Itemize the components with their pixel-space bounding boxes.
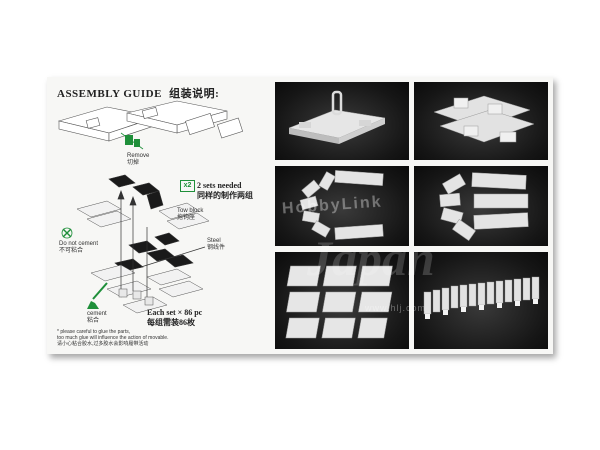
- remove-marker: [120, 132, 144, 150]
- sets-needed-en: 2 sets needed: [197, 181, 242, 190]
- remove-label: Remove 切掉: [127, 153, 149, 167]
- curved-run-left-drawing: [299, 170, 384, 240]
- each-set-text: Each set × 86 pc 每组需装86枚: [147, 308, 202, 328]
- photo-curved-run-right: [414, 166, 548, 246]
- assembly-guide-panel: ASSEMBLY GUIDE 组装说明:: [47, 77, 269, 354]
- assembly-diagram: [57, 100, 244, 314]
- pin-stand: [118, 288, 154, 306]
- glue-note-cn: 请小心粘合胶水,过多胶水会影响履带活动: [57, 341, 149, 347]
- watermark-brand-large: Japan: [307, 230, 435, 286]
- long-run-drawing: [423, 276, 540, 319]
- tow-block-cn: 拖钩座: [177, 215, 196, 221]
- glue-note-en-1: * please careful to glue the parts,: [57, 329, 131, 335]
- do-not-cement-label: Do not cement 不可粘合: [59, 241, 98, 255]
- watermark-url: www.hlj.com: [365, 303, 427, 313]
- multiplier-badge: x2: [180, 180, 195, 192]
- top-sprue-drawing: [57, 100, 244, 142]
- sets-needed-cn: 同样的制作两组: [197, 191, 253, 200]
- photo-long-run: [414, 252, 548, 349]
- cement-cn: 粘合: [87, 318, 100, 324]
- flat-run-drawing: [285, 265, 393, 339]
- track-links-light: [76, 200, 210, 314]
- track-links-stack: [108, 174, 194, 272]
- cement-brush-icon: [87, 282, 108, 309]
- glue-note: * please careful to glue the parts, too …: [57, 329, 267, 347]
- sets-needed-text: 2 sets needed 同样的制作两组: [197, 181, 253, 201]
- single-link-drawing: [288, 90, 386, 144]
- cement-en: cement: [87, 311, 107, 317]
- title-en: ASSEMBLY GUIDE: [57, 88, 162, 100]
- photo-curved-run-left: [275, 166, 409, 246]
- photo-single-link: [275, 82, 409, 160]
- tow-block-en: Tow block: [177, 208, 204, 214]
- photo-link-pair: [414, 82, 548, 160]
- do-not-cement-en: Do not cement: [59, 241, 99, 247]
- remove-label-en: Remove: [127, 153, 150, 159]
- tow-block-label: Tow block 拖钩座: [177, 208, 203, 222]
- photo-flat-run: [275, 252, 409, 349]
- steel-pins: [117, 190, 206, 299]
- assembly-guide-title: ASSEMBLY GUIDE 组装说明:: [57, 85, 219, 101]
- remove-label-cn: 切掉: [127, 160, 140, 166]
- title-cn: 组装说明:: [169, 88, 220, 100]
- steel-en: Steel: [207, 238, 221, 244]
- each-set-en: Each set × 86 pc: [147, 308, 203, 317]
- each-set-cn: 每组需装86枚: [147, 318, 195, 327]
- curved-run-right-drawing: [439, 172, 529, 241]
- glue-note-en-2: too much glue will influence the action …: [57, 335, 169, 341]
- do-not-cement-marker: [61, 227, 73, 239]
- steel-cn: 钢线件: [207, 245, 226, 251]
- link-pair-drawing: [433, 95, 535, 143]
- cement-label: cement 粘合: [87, 311, 107, 325]
- do-not-cement-cn: 不可粘合: [59, 248, 84, 254]
- steel-label: Steel 钢线件: [207, 238, 225, 252]
- instruction-sheet: ASSEMBLY GUIDE 组装说明:: [47, 77, 553, 354]
